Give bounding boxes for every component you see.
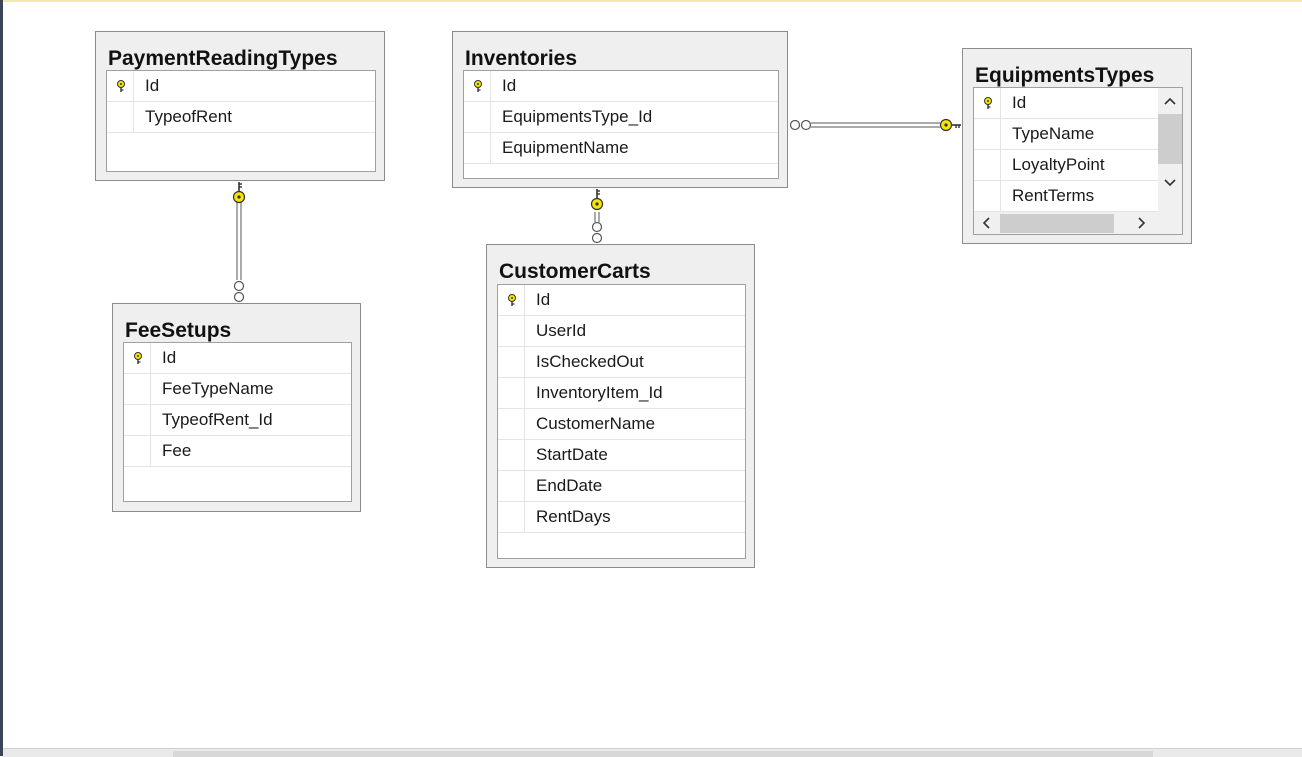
column-name: TypeofRent_Id: [162, 410, 273, 429]
column-row[interactable]: IsCheckedOut: [498, 347, 745, 378]
column-name: FeeTypeName: [162, 379, 274, 398]
column-name: Fee: [162, 441, 192, 460]
column-row[interactable]: Id: [124, 343, 351, 374]
column-row[interactable]: TypeofRent: [107, 102, 375, 133]
scrollbar-thumb[interactable]: [173, 751, 1153, 757]
column-row[interactable]: Fee: [124, 436, 351, 467]
column-list: Id EquipmentsType_Id EquipmentName: [463, 70, 779, 179]
column-row[interactable]: Id: [107, 71, 375, 102]
column-row[interactable]: Id: [974, 88, 1182, 119]
window-left-edge: [0, 0, 3, 756]
table-inventories[interactable]: Inventories Id EquipmentsType_Id Equipme…: [452, 31, 788, 188]
column-name: Id: [145, 76, 160, 95]
column-row[interactable]: TypeName: [974, 119, 1182, 150]
column-name: CustomerName: [536, 414, 656, 433]
column-row[interactable]: StartDate: [498, 440, 745, 471]
column-list: Id FeeTypeName TypeofRent_Id Fee: [123, 342, 352, 502]
column-name: TypeName: [1012, 124, 1095, 143]
scrollbar-thumb[interactable]: [1000, 214, 1114, 233]
table-customer-carts[interactable]: CustomerCarts Id UserId IsCheckedOut Inv…: [486, 244, 755, 568]
table-fee-setups[interactable]: FeeSetups Id FeeTypeName TypeofRent_Id F…: [112, 303, 361, 512]
key-icon: [590, 189, 604, 211]
column-name: IsCheckedOut: [536, 352, 644, 371]
column-row[interactable]: EndDate: [498, 471, 745, 502]
horizontal-scrollbar[interactable]: [3, 748, 1302, 757]
column-row[interactable]: EquipmentName: [464, 133, 778, 164]
relationship-inventories-equipmentstypes[interactable]: [789, 118, 962, 132]
column-name: UserId: [536, 321, 587, 340]
column-name: RentTerms: [1012, 186, 1095, 205]
key-icon: [982, 97, 994, 115]
top-border: [0, 0, 1302, 2]
column-name: Id: [162, 348, 177, 367]
column-list: Id TypeName LoyaltyPoint RentTerms: [973, 87, 1183, 235]
column-name: Id: [536, 290, 551, 309]
column-row[interactable]: LoyaltyPoint: [974, 150, 1182, 181]
column-name: LoyaltyPoint: [1012, 155, 1105, 174]
vertical-scrollbar[interactable]: [1158, 88, 1182, 212]
column-list: Id TypeofRent: [106, 70, 376, 172]
column-row[interactable]: EquipmentsType_Id: [464, 102, 778, 133]
column-name: Id: [502, 76, 517, 95]
table-equipments-types[interactable]: EquipmentsTypes Id TypeName LoyaltyPoint…: [962, 48, 1192, 244]
table-title: PaymentReadingTypes: [108, 47, 338, 70]
column-row[interactable]: TypeofRent_Id: [124, 405, 351, 436]
column-name: RentDays: [536, 507, 611, 526]
column-row[interactable]: InventoryItem_Id: [498, 378, 745, 409]
scrollbar-thumb[interactable]: [1158, 114, 1182, 164]
chevron-up-icon[interactable]: [1158, 88, 1182, 112]
key-icon: [939, 118, 961, 132]
column-name: StartDate: [536, 445, 608, 464]
table-payment-reading-types[interactable]: PaymentReadingTypes Id TypeofRent: [95, 31, 385, 181]
key-icon: [506, 294, 518, 312]
column-row[interactable]: FeeTypeName: [124, 374, 351, 405]
table-title: FeeSetups: [125, 319, 232, 342]
key-icon: [132, 352, 144, 370]
column-row[interactable]: UserId: [498, 316, 745, 347]
table-title: CustomerCarts: [499, 260, 651, 283]
column-row[interactable]: RentTerms: [974, 181, 1182, 212]
relationship-customercarts-inventories[interactable]: [590, 189, 604, 244]
key-icon: [232, 182, 246, 204]
column-name: Id: [1012, 93, 1027, 112]
column-row[interactable]: RentDays: [498, 502, 745, 533]
key-icon: [472, 80, 484, 98]
column-list: Id UserId IsCheckedOut InventoryItem_Id …: [497, 284, 746, 559]
table-title: Inventories: [465, 47, 578, 70]
column-name: EquipmentName: [502, 138, 629, 157]
relationship-feesetups-paymentreadingtypes[interactable]: [232, 182, 246, 303]
chevron-right-icon[interactable]: [1130, 212, 1154, 234]
table-title: EquipmentsTypes: [975, 64, 1155, 87]
column-name: EquipmentsType_Id: [502, 107, 653, 126]
chevron-left-icon[interactable]: [974, 212, 998, 234]
column-row[interactable]: Id: [498, 285, 745, 316]
column-name: EndDate: [536, 476, 603, 495]
horizontal-scrollbar[interactable]: [974, 212, 1182, 234]
column-name: TypeofRent: [145, 107, 232, 126]
key-icon: [115, 80, 127, 98]
column-name: InventoryItem_Id: [536, 383, 663, 402]
column-row[interactable]: Id: [464, 71, 778, 102]
column-row[interactable]: CustomerName: [498, 409, 745, 440]
chevron-down-icon[interactable]: [1158, 170, 1182, 194]
